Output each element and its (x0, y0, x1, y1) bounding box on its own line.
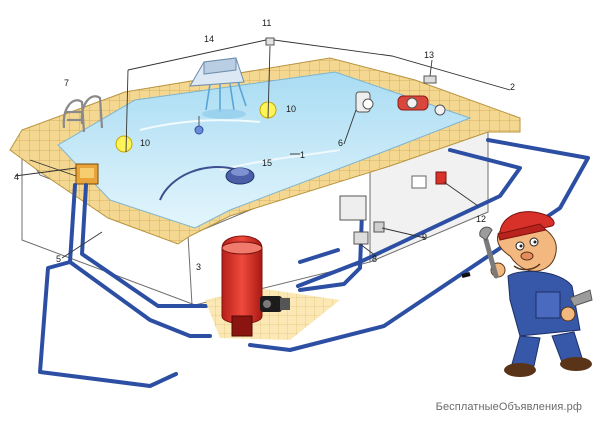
watermark: БесплатныеОбъявления.рф (435, 401, 582, 413)
callout-12: 12 (476, 214, 486, 224)
waterfall-icon (189, 57, 247, 119)
callout-7: 7 (64, 78, 69, 88)
plumber-mascot-icon (490, 211, 592, 377)
callout-13: 13 (424, 50, 434, 60)
pool-cleaner-icon (159, 165, 255, 201)
sand-filter-icon (221, 235, 263, 337)
callout-2: 2 (510, 82, 515, 92)
callout-1: 1 (300, 150, 305, 160)
wrench-icon (479, 226, 593, 307)
callout-4: 4 (14, 172, 19, 182)
callout-10-right: 10 (286, 104, 296, 114)
leader-lines (14, 39, 511, 259)
callout-14: 14 (204, 34, 214, 44)
callout-9: 9 (422, 232, 427, 242)
callout-10-left: 10 (140, 138, 150, 148)
pool-ladder-icon (62, 95, 104, 133)
callout-11: 11 (262, 18, 271, 28)
callout-3: 3 (196, 262, 201, 272)
pipework (38, 138, 590, 388)
callout-labels: 1 2 3 4 5 6 7 8 9 10 10 11 12 13 14 15 (14, 18, 515, 272)
counter-current-icon (397, 75, 446, 116)
callout-5: 5 (56, 254, 61, 264)
callout-15: 15 (262, 158, 272, 168)
pump-icon (260, 296, 290, 312)
skimmer-icon (75, 91, 374, 185)
wall-inlet-icon (194, 37, 275, 135)
control-panel-icon (411, 171, 447, 189)
valve-icon (339, 195, 385, 245)
callout-8: 8 (372, 254, 377, 264)
callout-6: 6 (338, 138, 343, 148)
